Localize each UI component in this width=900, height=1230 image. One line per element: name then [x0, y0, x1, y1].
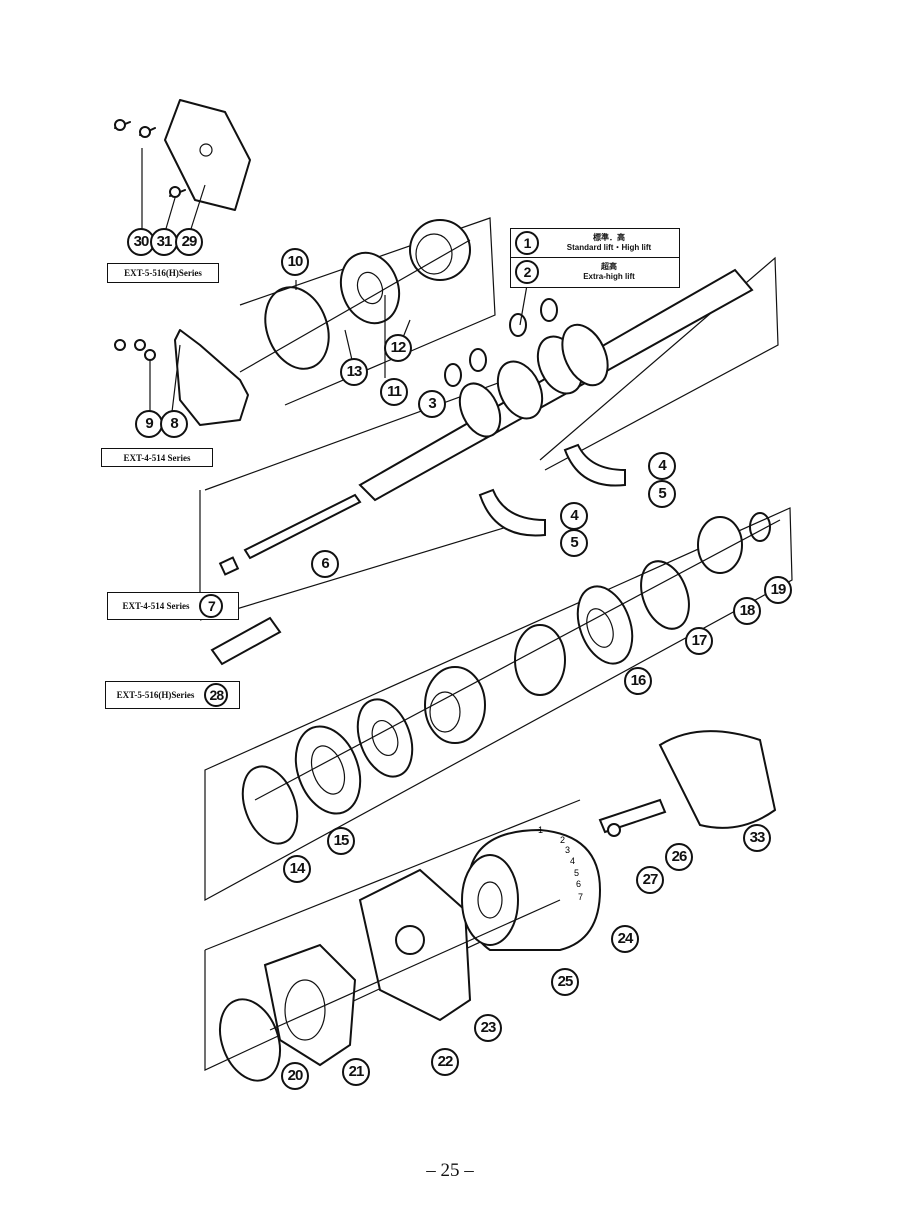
washer-large	[356, 698, 414, 778]
callout-5-lower: 5	[560, 529, 588, 557]
callout-9: 9	[135, 410, 163, 438]
callout-25: 25	[551, 968, 579, 996]
callout-24: 24	[611, 925, 639, 953]
callout-15: 15	[327, 827, 355, 855]
series-label-ext5-516h-part28: EXT-5-516(H)Series 28	[105, 681, 240, 709]
eccentric-shaft	[243, 493, 362, 560]
ball-bearing-16	[576, 585, 634, 665]
callout-3: 3	[418, 390, 446, 418]
page-number: – 25 –	[426, 1160, 474, 1181]
callout-18: 18	[733, 597, 761, 625]
callout-4-lower: 4	[560, 502, 588, 530]
series-label-ext4-514: EXT-4-514 Series	[101, 448, 213, 467]
dial-face	[461, 854, 519, 946]
scale-mark: 2	[560, 835, 565, 845]
scale-mark: 3	[565, 845, 570, 855]
small-ring	[749, 512, 771, 542]
callout-30: 30	[127, 228, 155, 256]
half-bearing-upper	[563, 443, 626, 487]
callout-7: 7	[199, 594, 224, 618]
callout-20: 20	[281, 1062, 309, 1090]
series-label-text: EXT-4-514 Series	[123, 452, 191, 463]
washer	[444, 363, 462, 387]
lift-label-jp: 標準．高	[593, 233, 625, 242]
callout-33: 33	[743, 824, 771, 852]
series-label-text: EXT-5-516(H)Series	[116, 690, 195, 700]
spring-sleeve	[697, 516, 743, 574]
callout-17: 17	[685, 627, 713, 655]
leader-lines	[141, 148, 531, 413]
lift-options-table: 1 標準．高 Standard lift・High lift 2 超高 Extr…	[510, 228, 680, 288]
cam	[496, 360, 544, 420]
callout-13: 13	[340, 358, 368, 386]
series-label-ext4-514-part7: EXT-4-514 Series 7	[107, 592, 239, 620]
scale-mark: 4	[570, 856, 575, 866]
cover-plate-hole	[199, 143, 213, 157]
lift-label-jp: 超高	[601, 262, 617, 271]
callout-10: 10	[281, 248, 309, 276]
lift-option-text: 標準．高 Standard lift・High lift	[539, 233, 679, 253]
scale-mark: 1	[538, 825, 543, 835]
series-label-text: EXT-5-516(H)Series	[124, 268, 202, 278]
callout-21: 21	[342, 1058, 370, 1086]
pin	[210, 616, 282, 666]
series-label-text: EXT-4-514 Series	[122, 601, 190, 611]
collar	[218, 556, 240, 576]
washer-27	[607, 823, 621, 837]
shaft-frame	[539, 256, 779, 471]
callout-29: 29	[175, 228, 203, 256]
scale-mark: 5	[574, 868, 579, 878]
threaded-sleeve	[514, 624, 566, 696]
half-bearing-lower	[478, 488, 546, 537]
o-ring-20	[219, 998, 281, 1082]
lift-label-en: Extra-high lift	[583, 272, 635, 281]
lift-option-row: 1 標準．高 Standard lift・High lift	[511, 229, 679, 258]
callout-2: 2	[515, 260, 539, 284]
screw-group-30-31	[114, 119, 186, 198]
scale-mark: 6	[576, 879, 581, 889]
callout-19: 19	[764, 576, 792, 604]
callout-5-upper: 5	[648, 480, 676, 508]
bearing-housing	[339, 251, 401, 325]
cup-cover	[658, 730, 777, 829]
bushing	[409, 219, 471, 281]
callout-28: 28	[204, 683, 229, 707]
lift-option-row: 2 超高 Extra-high lift	[511, 258, 679, 286]
callout-23: 23	[474, 1014, 502, 1042]
callout-8: 8	[160, 410, 188, 438]
callout-6: 6	[311, 550, 339, 578]
callout-14: 14	[283, 855, 311, 883]
ball-bearing	[294, 725, 362, 815]
series-label-ext5-516h: EXT-5-516(H)Series	[107, 263, 219, 283]
callout-12: 12	[384, 334, 412, 362]
callout-1: 1	[515, 231, 539, 255]
cover-plate-middle	[174, 329, 249, 426]
screw-group-9	[114, 339, 156, 361]
dial-scale: 1 2 3 4 5 6 7	[538, 825, 583, 902]
scale-mark: 7	[578, 892, 583, 902]
o-ring	[264, 286, 330, 370]
callout-27: 27	[636, 866, 664, 894]
flange	[263, 943, 357, 1067]
retaining-ring	[241, 765, 299, 845]
callout-16: 16	[624, 667, 652, 695]
lift-option-text: 超高 Extra-high lift	[539, 262, 679, 282]
callout-4-upper: 4	[648, 452, 676, 480]
cover-plate-top	[164, 99, 251, 211]
callout-26: 26	[665, 843, 693, 871]
callout-11: 11	[380, 378, 408, 406]
callout-22: 22	[431, 1048, 459, 1076]
callout-31: 31	[150, 228, 178, 256]
stop-ring	[640, 560, 690, 630]
lift-label-en: Standard lift・High lift	[566, 243, 652, 252]
